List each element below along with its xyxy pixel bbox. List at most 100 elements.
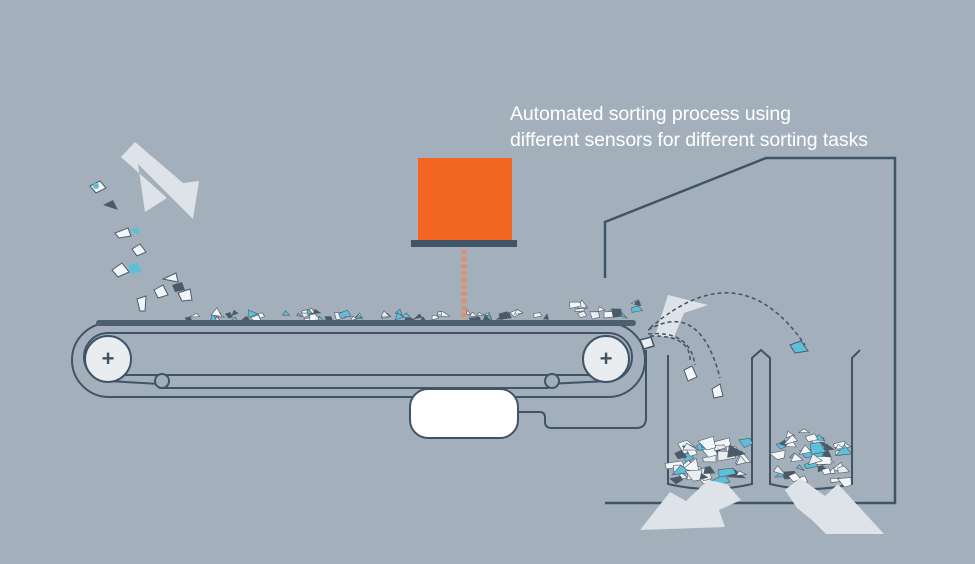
material-piece	[502, 311, 512, 319]
conveyor-belt-surface	[96, 320, 636, 326]
falling-piece	[153, 284, 169, 299]
material-piece	[413, 313, 423, 320]
material-piece	[597, 306, 606, 312]
material-piece	[349, 315, 358, 321]
sensor-unit	[418, 158, 512, 240]
material-piece	[703, 466, 716, 474]
material-piece	[476, 311, 485, 317]
material-piece	[773, 465, 787, 476]
material-piece	[466, 309, 472, 315]
idler-roller-right	[544, 373, 560, 389]
material-piece	[809, 441, 826, 455]
falling-piece	[111, 262, 130, 278]
falling-piece	[129, 227, 140, 235]
material-piece	[671, 464, 691, 476]
material-piece	[394, 312, 405, 321]
material-piece	[306, 309, 313, 315]
ejected-piece	[711, 383, 724, 399]
material-piece	[338, 309, 352, 318]
material-piece	[240, 316, 251, 321]
material-piece	[569, 301, 582, 309]
material-piece	[468, 311, 478, 317]
material-piece	[631, 305, 644, 313]
material-piece	[355, 313, 363, 319]
material-piece	[533, 312, 543, 318]
caption-line-2: different sensors for different sorting …	[510, 129, 868, 151]
input-arrow-icon	[121, 142, 199, 219]
material-piece	[231, 309, 239, 316]
material-piece	[807, 453, 823, 466]
material-piece	[768, 449, 786, 460]
material-piece	[300, 312, 309, 318]
material-piece	[797, 428, 811, 433]
ejected-piece	[789, 340, 809, 354]
material-piece	[380, 310, 391, 318]
idler-roller-left	[154, 373, 170, 389]
material-piece	[684, 469, 703, 482]
conveyor-return-belt	[83, 332, 633, 389]
material-piece	[589, 311, 600, 320]
material-piece	[224, 312, 233, 319]
material-piece	[782, 434, 799, 446]
material-piece	[437, 311, 442, 316]
output-arrow-right-icon	[785, 478, 884, 534]
material-piece	[735, 455, 747, 466]
material-piece	[783, 472, 790, 480]
material-piece	[804, 433, 819, 443]
air-blast-icon	[655, 295, 708, 337]
falling-piece	[131, 243, 147, 257]
material-piece	[210, 307, 223, 317]
material-piece	[189, 313, 201, 318]
material-piece	[823, 442, 835, 451]
diagram-caption: Automated sorting process using differen…	[510, 101, 930, 153]
drive-motor	[409, 388, 519, 439]
plus-icon: +	[102, 346, 115, 371]
air-nozzle	[638, 336, 655, 350]
material-piece	[634, 299, 642, 306]
material-piece	[735, 470, 748, 476]
material-piece	[611, 308, 622, 318]
ejection-trajectories	[647, 292, 806, 379]
bin-left-contents	[664, 436, 754, 486]
ejected-pieces	[683, 340, 809, 399]
material-piece	[821, 467, 832, 475]
material-piece	[282, 310, 291, 316]
material-piece	[674, 449, 688, 460]
material-piece	[717, 467, 737, 478]
falling-pieces	[89, 180, 193, 312]
material-piece	[727, 444, 746, 458]
pulley-left: +	[84, 335, 132, 383]
material-piece	[257, 312, 266, 319]
material-piece	[795, 464, 805, 471]
falling-piece	[114, 227, 132, 239]
material-piece	[513, 309, 525, 315]
material-piece	[834, 443, 845, 450]
falling-piece	[136, 295, 147, 312]
material-piece	[790, 452, 804, 463]
material-piece	[542, 313, 550, 320]
falling-piece	[128, 262, 142, 274]
falling-piece	[172, 282, 185, 292]
material-piece	[697, 436, 717, 451]
material-piece	[296, 312, 304, 318]
material-piece	[738, 437, 754, 448]
bin-right-contents	[768, 428, 853, 488]
material-piece	[669, 475, 683, 485]
material-piece	[576, 310, 588, 319]
falling-piece	[177, 288, 193, 302]
sensor-base	[411, 240, 517, 247]
material-piece	[774, 472, 786, 478]
output-arrow-left-icon	[640, 480, 741, 530]
material-piece	[785, 430, 796, 439]
pulley-right: +	[582, 335, 630, 383]
caption-line-1: Automated sorting process using	[510, 103, 791, 125]
material-piece	[837, 465, 850, 474]
falling-piece	[103, 200, 118, 210]
motor-cable	[518, 350, 647, 429]
falling-piece	[161, 272, 179, 283]
material-piece	[835, 444, 853, 456]
material-piece	[682, 442, 700, 451]
material-piece	[496, 316, 504, 320]
material-piece	[701, 454, 717, 463]
